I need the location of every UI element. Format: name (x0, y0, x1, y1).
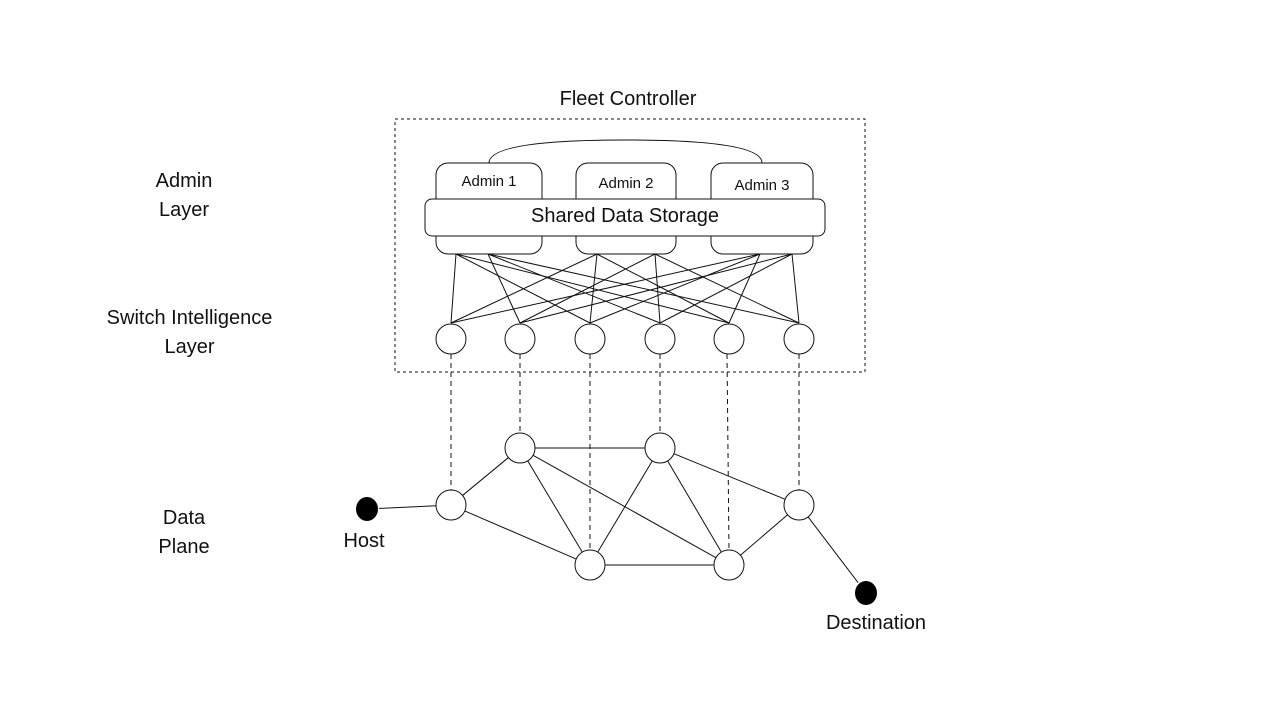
si-node-5[interactable] (713, 323, 745, 355)
fleet-controller-title: Fleet Controller (559, 88, 697, 110)
data-link-a-c (464, 510, 577, 560)
admin-sync-arc (488, 139, 763, 164)
host-label: Host (343, 530, 385, 552)
switch-layer-label: Switch Intelligence Layer (82, 304, 297, 362)
admin-3-label: Admin 3 (734, 177, 790, 194)
si-node-6[interactable] (783, 323, 815, 355)
data-link-d-e (667, 460, 722, 553)
data-link-e-f (740, 514, 788, 556)
mesh-line-a1-s1 (450, 253, 457, 324)
admin-2-label: Admin 2 (598, 175, 654, 192)
mesh-line-a2-s2 (519, 253, 656, 324)
admin-layer-label-line2: Layer (158, 199, 210, 221)
dp-node-b[interactable] (504, 432, 536, 464)
data-link-b-c (527, 460, 583, 553)
mesh-line-a3-s3 (589, 253, 761, 324)
si-node-3[interactable] (574, 323, 606, 355)
shared-data-storage-box[interactable] (424, 198, 826, 237)
admin-1-label: Admin 1 (461, 173, 517, 190)
mesh-line-a2-s1 (450, 253, 598, 324)
mesh-line-a2-s3 (589, 253, 598, 324)
mesh-line-a3-s2 (519, 253, 793, 324)
si-node-1[interactable] (435, 323, 467, 355)
switch-intelligence-nodes (435, 323, 815, 355)
switch-layer-label-line2: Layer (164, 336, 215, 358)
control-links (450, 353, 800, 551)
data-link-d-c (597, 460, 653, 553)
host-link (378, 505, 437, 509)
destination-label: Destination (825, 612, 927, 634)
mesh-line-a3-s6 (791, 253, 800, 324)
admin-layer-label-line1: Admin (155, 170, 213, 192)
control-link-5 (726, 353, 730, 551)
data-plane-links (378, 447, 859, 583)
admin-layer-label: Admin Layer (104, 167, 264, 225)
dp-node-a[interactable] (435, 489, 467, 521)
dp-node-e[interactable] (713, 549, 745, 581)
shared-data-storage-label: Shared Data Storage (531, 205, 719, 227)
mesh-line-a2-s5 (596, 253, 730, 324)
host-endpoint[interactable] (356, 497, 378, 521)
mesh-line-a1-s6 (487, 253, 800, 324)
si-node-2[interactable] (504, 323, 536, 355)
dp-node-d[interactable] (644, 432, 676, 464)
mesh-line-a1-s2 (487, 253, 521, 324)
data-plane-label-line1: Data (162, 507, 206, 529)
mesh-line-a1-s4 (487, 253, 661, 324)
dp-node-f[interactable] (783, 489, 815, 521)
data-link-a-b (462, 457, 509, 496)
si-node-4[interactable] (644, 323, 676, 355)
fleet-controller-boundary (394, 118, 866, 373)
data-plane-label-line2: Plane (158, 536, 210, 558)
data-plane-nodes (435, 432, 815, 581)
mesh-line-a3-s1 (450, 253, 761, 324)
destination-endpoint[interactable] (855, 581, 877, 605)
admin-switch-mesh (450, 253, 800, 324)
destination-link (806, 515, 859, 583)
data-link-d-f (673, 453, 786, 500)
mesh-line-a1-s5 (455, 253, 730, 324)
dp-node-c[interactable] (574, 549, 606, 581)
switch-layer-label-line1: Switch Intelligence (106, 307, 273, 329)
mesh-line-a3-s4 (659, 253, 793, 324)
mesh-line-a3-s5 (728, 253, 761, 324)
data-plane-label: Data Plane (104, 504, 264, 562)
